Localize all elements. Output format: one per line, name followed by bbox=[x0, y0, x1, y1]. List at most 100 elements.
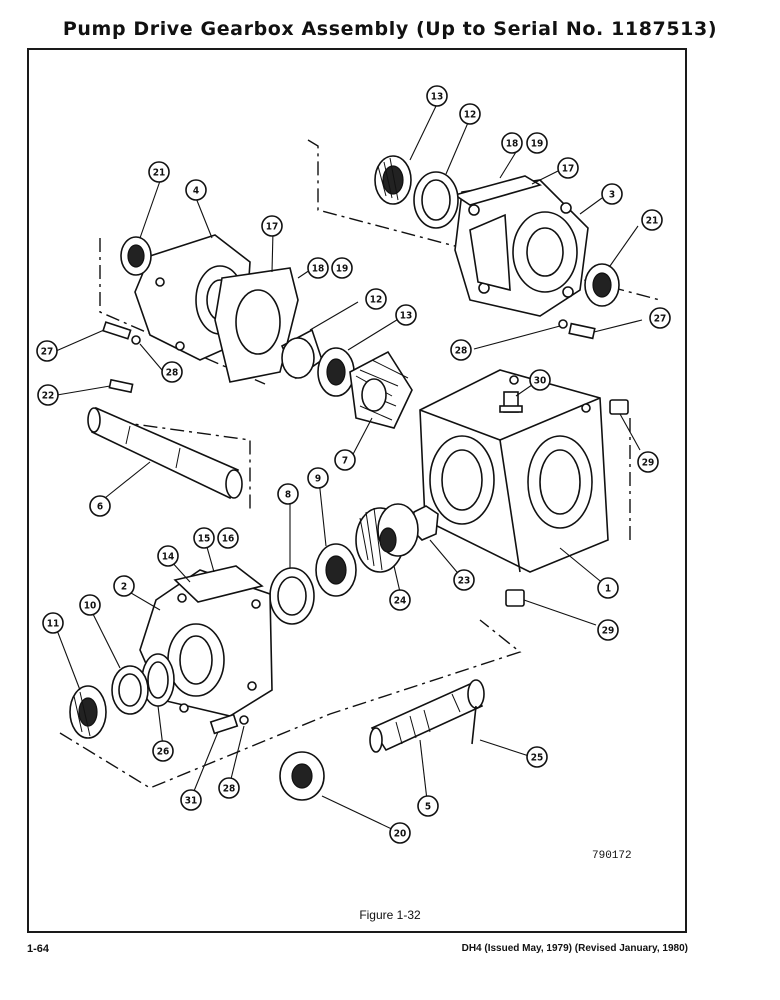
pin-25 bbox=[471, 705, 477, 745]
callout-circle bbox=[529, 369, 551, 391]
callout-label: 4 bbox=[193, 186, 199, 197]
callout-c17b: 17 bbox=[261, 215, 283, 237]
bearing-cup-12-upper bbox=[413, 171, 459, 229]
bearing-cup-12-left bbox=[280, 328, 323, 380]
callout-circle bbox=[148, 161, 170, 183]
callout-c5: 5 bbox=[417, 795, 439, 817]
page-title: Pump Drive Gearbox Assembly (Up to Seria… bbox=[62, 18, 718, 40]
callout-circle bbox=[331, 257, 353, 279]
callout-circle bbox=[185, 179, 207, 201]
callout-circle bbox=[36, 340, 58, 362]
callout-circle bbox=[193, 527, 215, 549]
callout-c28a: 28 bbox=[450, 339, 472, 361]
callout-label: 26 bbox=[157, 747, 170, 758]
callout-label: 12 bbox=[370, 295, 383, 306]
callout-c19a: 19 bbox=[526, 132, 548, 154]
callout-circle bbox=[261, 215, 283, 237]
bolt-27-right bbox=[558, 319, 596, 340]
callout-circle bbox=[501, 132, 523, 154]
callout-label: 20 bbox=[394, 829, 407, 840]
callout-c12a: 12 bbox=[459, 103, 481, 125]
callout-c15: 15 bbox=[193, 527, 215, 549]
callout-label: 11 bbox=[47, 619, 60, 630]
callout-label: 29 bbox=[602, 626, 615, 637]
callout-label: 22 bbox=[42, 391, 55, 402]
seal-20 bbox=[279, 751, 325, 801]
callout-c8: 8 bbox=[277, 483, 299, 505]
callout-label: 21 bbox=[153, 168, 166, 179]
callout-circle bbox=[161, 361, 183, 383]
callout-c31: 31 bbox=[180, 789, 202, 811]
figure-caption: Figure 1-32 bbox=[359, 908, 421, 922]
callout-circle bbox=[389, 589, 411, 611]
callout-label: 16 bbox=[222, 534, 235, 545]
callout-circle bbox=[526, 132, 548, 154]
callout-label: 13 bbox=[431, 92, 444, 103]
callout-c18b: 18 bbox=[307, 257, 329, 279]
callout-circle bbox=[601, 183, 623, 205]
callout-label: 5 bbox=[425, 802, 431, 813]
callout-label: 10 bbox=[84, 601, 97, 612]
callout-c11: 11 bbox=[42, 612, 64, 634]
callout-c22: 22 bbox=[37, 384, 59, 406]
callout-label: 31 bbox=[185, 796, 198, 807]
callout-circle bbox=[597, 577, 619, 599]
callout-c26: 26 bbox=[152, 740, 174, 762]
callout-label: 13 bbox=[400, 311, 413, 322]
callout-label: 2 bbox=[121, 582, 127, 593]
callout-circle bbox=[453, 569, 475, 591]
callout-c14: 14 bbox=[157, 545, 179, 567]
callout-c29b: 29 bbox=[597, 619, 619, 641]
callout-c27b: 27 bbox=[649, 307, 671, 329]
callout-label: 17 bbox=[266, 222, 279, 233]
callout-label: 9 bbox=[315, 474, 321, 485]
seal-26 bbox=[141, 653, 175, 707]
callout-label: 27 bbox=[654, 314, 667, 325]
callout-circle bbox=[334, 449, 356, 471]
callout-circle bbox=[557, 157, 579, 179]
callout-c2: 2 bbox=[113, 575, 135, 597]
callout-c25: 25 bbox=[526, 746, 548, 768]
callout-label: 3 bbox=[609, 190, 615, 201]
seal-21-right bbox=[584, 263, 620, 307]
shaft-5 bbox=[369, 679, 485, 753]
callout-label: 19 bbox=[336, 264, 349, 275]
plug-29-upper bbox=[609, 399, 629, 415]
callout-circle bbox=[157, 545, 179, 567]
callout-label: 27 bbox=[41, 347, 54, 358]
callout-label: 1 bbox=[605, 584, 611, 595]
callout-c27a: 27 bbox=[36, 340, 58, 362]
bolt-27-left bbox=[102, 321, 141, 345]
bearing-cup-8 bbox=[269, 567, 315, 625]
bearing-cone-13-left bbox=[317, 347, 355, 397]
callout-label: 23 bbox=[458, 576, 471, 587]
bearing-cone-13-upper bbox=[374, 155, 412, 205]
callout-c13b: 13 bbox=[395, 304, 417, 326]
callout-circle bbox=[218, 777, 240, 799]
callout-c30: 30 bbox=[529, 369, 551, 391]
callout-label: 29 bbox=[642, 458, 655, 469]
callout-c20: 20 bbox=[389, 822, 411, 844]
callout-label: 28 bbox=[166, 368, 179, 379]
callout-circle bbox=[389, 822, 411, 844]
callout-circle bbox=[426, 85, 448, 107]
callout-circle bbox=[637, 451, 659, 473]
callout-label: 19 bbox=[531, 139, 544, 150]
callout-c28c: 28 bbox=[218, 777, 240, 799]
callout-c13a: 13 bbox=[426, 85, 448, 107]
callout-c4: 4 bbox=[185, 179, 207, 201]
gasket-14 bbox=[173, 565, 264, 603]
callout-c21b: 21 bbox=[641, 209, 663, 231]
callout-c9: 9 bbox=[307, 467, 329, 489]
callout-c7: 7 bbox=[334, 449, 356, 471]
figure-frame bbox=[27, 48, 687, 933]
callout-circle bbox=[180, 789, 202, 811]
callout-circle bbox=[217, 527, 239, 549]
callout-label: 12 bbox=[464, 110, 477, 121]
callout-c17a: 17 bbox=[557, 157, 579, 179]
callout-label: 21 bbox=[646, 216, 659, 227]
callout-label: 17 bbox=[562, 164, 575, 175]
fitting-31 bbox=[209, 713, 249, 735]
key-22 bbox=[108, 378, 134, 394]
